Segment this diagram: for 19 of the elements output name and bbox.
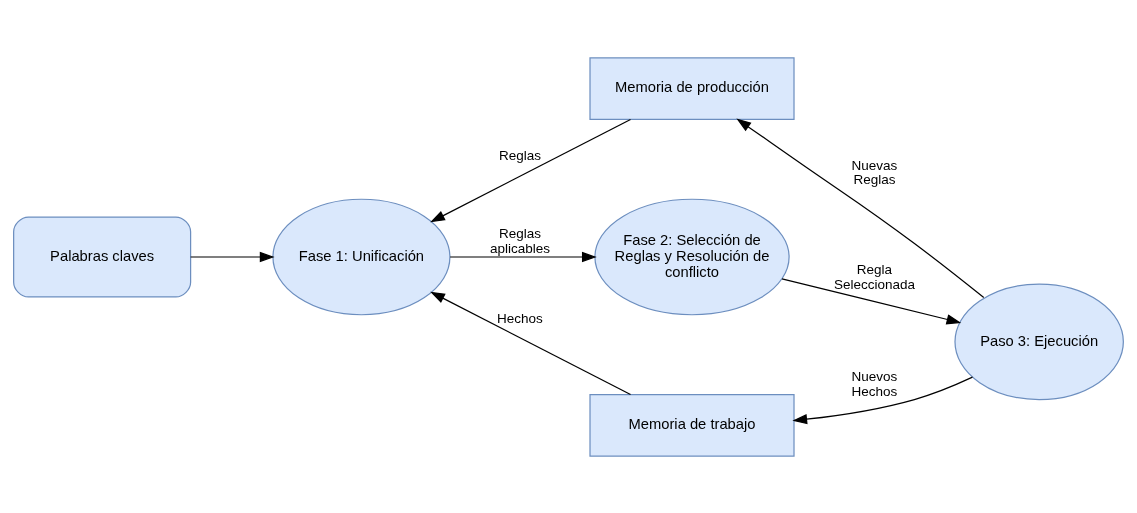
edge-label: Regla Seleccionada [833,261,916,292]
node-ellipse: Fase 2: Selección de Reglas y Resolución de conflicto [594,198,790,315]
arrow [430,118,632,222]
arrow [190,251,275,262]
arrow [736,118,985,298]
node-box: Memoria de trabajo [589,393,795,457]
node-box: Memoria de producción [589,56,795,120]
edge-label: Nuevas Reglas [851,157,898,187]
edge-label: Hechos [497,310,543,326]
arrow [792,376,974,424]
edge-label: Reglas aplicables [489,225,550,256]
arrow [781,277,962,324]
arrow [430,291,632,395]
edge-label: Reglas [498,147,541,163]
node-ellipse: Paso 3: Ejecución [954,282,1124,400]
node-box: Palabras claves [13,215,192,298]
edge-label: Nuevos Hechos [851,368,898,399]
arrow [449,251,597,262]
node-ellipse: Fase 1: Unificación [272,198,451,315]
